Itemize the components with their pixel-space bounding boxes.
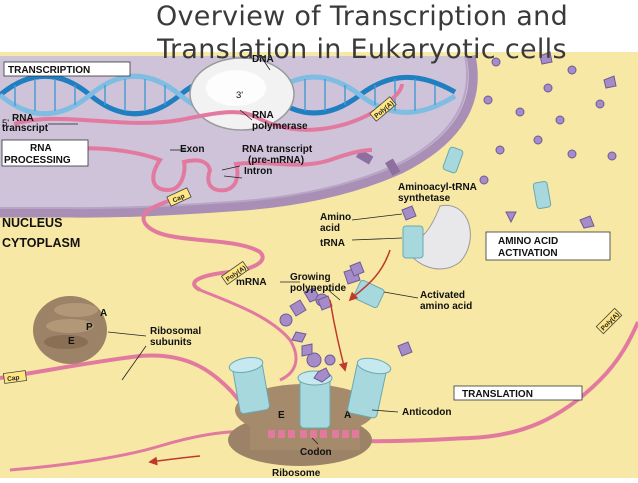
free-amino-acids bbox=[317, 51, 617, 366]
section-transcription: TRANSCRIPTION bbox=[3, 61, 131, 77]
label-pre-mrna: RNA transcript bbox=[242, 144, 313, 155]
label-growing: Growing bbox=[290, 272, 331, 283]
label-trna: tRNA bbox=[320, 238, 345, 249]
cap-tag: Cap bbox=[166, 187, 192, 207]
ribosomal-subunits: A P E bbox=[33, 296, 107, 364]
label-mrna: mRNA bbox=[236, 277, 267, 288]
label-aminoacyl-2: synthetase bbox=[398, 193, 451, 204]
label-ribosomal-2: subunits bbox=[150, 337, 192, 348]
trna-p-site bbox=[297, 370, 333, 429]
mrna-strand-lower bbox=[9, 430, 256, 472]
codon-bases bbox=[268, 430, 359, 438]
label-three-prime: 3' bbox=[236, 90, 243, 101]
label-rna-polymerase-2: polymerase bbox=[252, 121, 308, 132]
label-exon: Exon bbox=[180, 144, 204, 155]
svg-text:TRANSCRIPTION: TRANSCRIPTION bbox=[8, 65, 90, 76]
slide-title: Overview of Transcription and Translatio… bbox=[92, 0, 632, 66]
label-amino-acid: Amino bbox=[320, 212, 351, 223]
label-dna: DNA bbox=[252, 54, 274, 65]
rna-polymerase-highlight bbox=[206, 70, 266, 106]
activated-amino-acid bbox=[343, 267, 385, 309]
section-amino-acid-activation: AMINO ACID ACTIVATION bbox=[485, 231, 611, 261]
label-ribosome: Ribosome bbox=[272, 468, 321, 478]
aminoacyl-trna-synthetase bbox=[401, 204, 471, 270]
svg-text:ACTIVATION: ACTIVATION bbox=[498, 248, 558, 259]
slide-title-line-2: Translation in Eukaryotic cells bbox=[157, 34, 567, 65]
section-cytoplasm: CYTOPLASM bbox=[2, 236, 80, 250]
trna-a-site bbox=[347, 357, 392, 419]
free-trna bbox=[442, 146, 464, 174]
cap-tag: Cap bbox=[2, 370, 28, 384]
label-rna-transcript-2: transcript bbox=[2, 123, 49, 134]
label-amino-acid-2: acid bbox=[320, 223, 340, 234]
mrna-strand-upper bbox=[199, 288, 298, 382]
label-codon: Codon bbox=[300, 447, 332, 458]
label-rna-polymerase: RNA bbox=[252, 110, 274, 121]
svg-text:E: E bbox=[278, 410, 285, 421]
pre-mrna bbox=[57, 146, 373, 193]
label-growing-2: polypeptide bbox=[290, 283, 347, 294]
svg-text:P: P bbox=[86, 322, 93, 333]
svg-text:TRANSLATION: TRANSLATION bbox=[462, 389, 533, 400]
svg-text:Cap: Cap bbox=[172, 193, 186, 205]
trna-e-site bbox=[228, 357, 270, 415]
nuclear-envelope-inner bbox=[0, 55, 469, 210]
section-translation: TRANSLATION bbox=[453, 385, 583, 401]
section-rna-processing: RNA PROCESSING bbox=[1, 139, 89, 167]
leader-lines bbox=[48, 57, 419, 445]
free-trna bbox=[532, 180, 552, 210]
label-pre-mrna-2: (pre-mRNA) bbox=[248, 155, 304, 166]
nuclear-envelope bbox=[0, 55, 478, 218]
label-aminoacyl: Aminoacyl-tRNA bbox=[398, 182, 477, 193]
svg-text:RNA: RNA bbox=[30, 143, 52, 154]
slide-title-line-1: Overview of Transcription and bbox=[155, 1, 569, 32]
nucleus-area bbox=[0, 56, 473, 213]
svg-text:A: A bbox=[100, 308, 107, 319]
section-nucleus: NUCLEUS bbox=[2, 216, 62, 230]
svg-text:E: E bbox=[68, 336, 75, 347]
svg-text:Cap: Cap bbox=[7, 374, 20, 383]
label-ribosomal: Ribosomal bbox=[150, 326, 201, 337]
label-activated: Activated bbox=[420, 290, 465, 301]
label-intron: Intron bbox=[244, 166, 272, 177]
label-activated-2: amino acid bbox=[420, 301, 472, 312]
svg-text:AMINO ACID: AMINO ACID bbox=[498, 236, 558, 247]
dna-base-pairs bbox=[14, 79, 436, 111]
label-anticodon: Anticodon bbox=[402, 407, 451, 418]
label-five-prime: 5' bbox=[2, 118, 9, 129]
label-rna-transcript: RNA bbox=[12, 113, 34, 124]
svg-text:PROCESSING: PROCESSING bbox=[4, 155, 71, 166]
svg-text:A: A bbox=[344, 410, 351, 421]
process-arrows bbox=[148, 249, 391, 466]
nuclear-pore bbox=[385, 158, 401, 176]
